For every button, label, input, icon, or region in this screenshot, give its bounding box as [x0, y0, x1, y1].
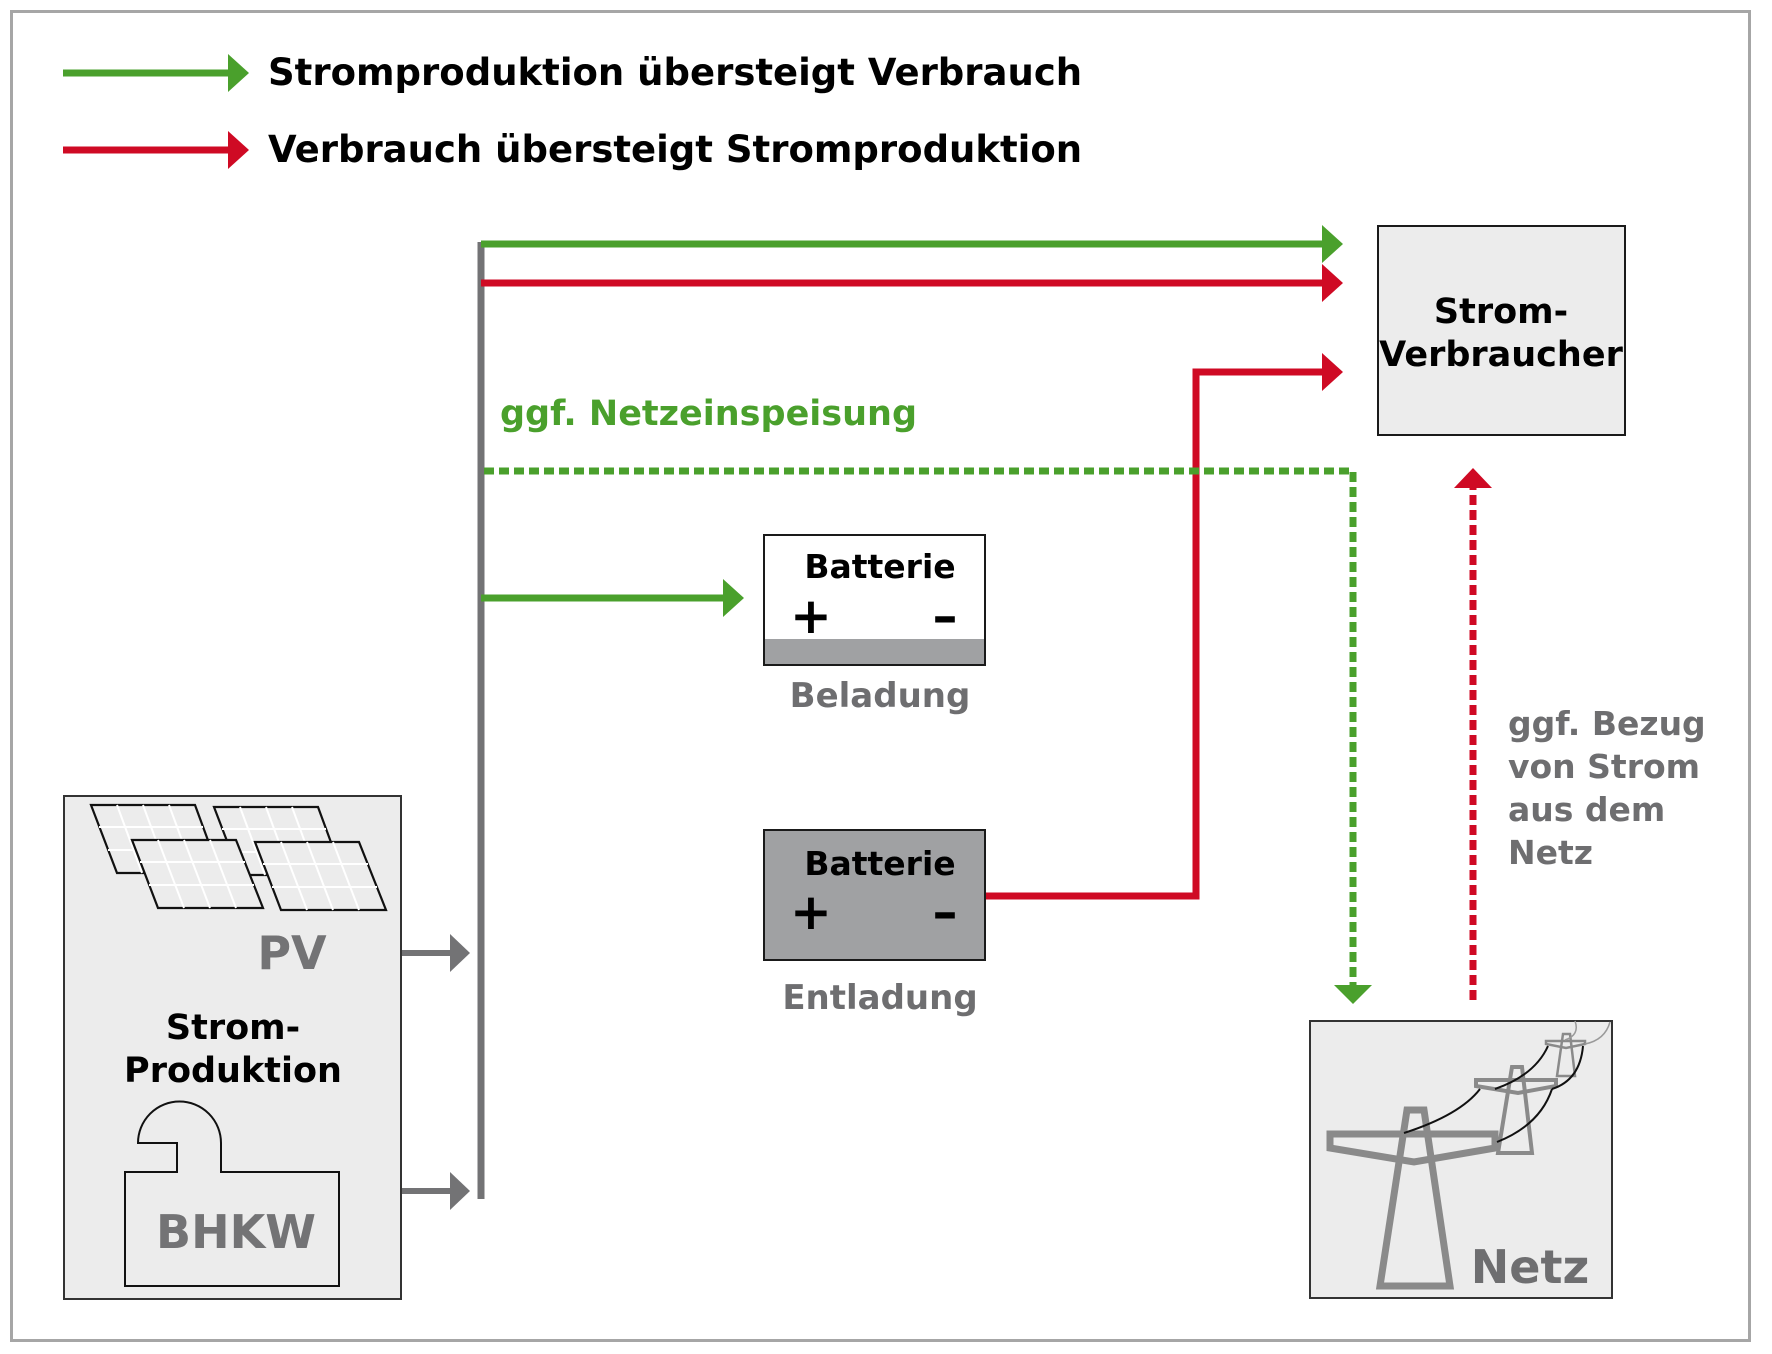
- chp-unit-icon: [124, 1100, 340, 1287]
- flow-green-to-battery: [481, 579, 744, 617]
- consumer-title-line2: Verbraucher: [1379, 335, 1623, 375]
- legend: Stromproduktion übersteigt Verbrauch Ver…: [63, 51, 1082, 171]
- battery-charge-minus: –: [933, 587, 958, 645]
- consumer-box: Strom- Verbraucher: [1377, 225, 1626, 436]
- battery-discharge: Batterie + – Entladung: [763, 829, 986, 1018]
- battery-discharge-caption: Entladung: [782, 978, 977, 1018]
- flow-green-feed-in: [484, 467, 1372, 1004]
- pv-label: PV: [257, 926, 327, 980]
- bhkw-to-bus-arrow: [402, 1172, 470, 1210]
- grid-draw-line4: Netz: [1508, 833, 1593, 872]
- production-box: PV Strom- Produktion BHKW: [63, 795, 402, 1300]
- battery-charge: Batterie + – Beladung: [763, 534, 986, 716]
- legend-arrow-red: [63, 131, 249, 169]
- grid-draw-line3: aus dem: [1508, 790, 1665, 829]
- flow-red-battery-to-consumer: [986, 353, 1343, 900]
- grid-box: Netz: [1309, 1020, 1613, 1299]
- production-title-line2: Produktion: [124, 1051, 342, 1091]
- battery-charge-level: [765, 639, 984, 664]
- feed-in-label: ggf. Netzeinspeisung: [500, 394, 917, 434]
- grid-label: Netz: [1471, 1240, 1589, 1294]
- power-pylon-icon: [1326, 1020, 1611, 1290]
- battery-discharge-plus: +: [790, 883, 832, 941]
- legend-label-green: Stromproduktion übersteigt Verbrauch: [268, 51, 1082, 94]
- battery-discharge-minus: –: [933, 883, 958, 941]
- grid-draw-label: ggf. Bezug von Strom aus dem Netz: [1508, 704, 1706, 872]
- production-title-line1: Strom-: [166, 1008, 300, 1048]
- bhkw-label: BHKW: [156, 1205, 316, 1259]
- legend-arrow-green: [63, 54, 249, 92]
- diagram-frame: [10, 10, 1751, 1342]
- grid-draw-line1: ggf. Bezug: [1508, 704, 1706, 743]
- flow-green-to-consumer: [481, 225, 1343, 263]
- battery-discharge-title: Batterie: [804, 844, 955, 883]
- battery-charge-caption: Beladung: [790, 676, 971, 716]
- flow-red-to-consumer: [481, 264, 1343, 302]
- pv-to-bus-arrow: [402, 934, 470, 972]
- flow-red-grid-draw: [1454, 468, 1492, 1000]
- solar-panel-icon: [89, 803, 388, 912]
- consumer-title-line1: Strom-: [1434, 292, 1568, 332]
- legend-label-red: Verbrauch übersteigt Stromproduktion: [268, 128, 1082, 171]
- grid-draw-line2: von Strom: [1508, 747, 1700, 786]
- battery-charge-plus: +: [790, 587, 832, 645]
- battery-charge-title: Batterie: [804, 547, 955, 586]
